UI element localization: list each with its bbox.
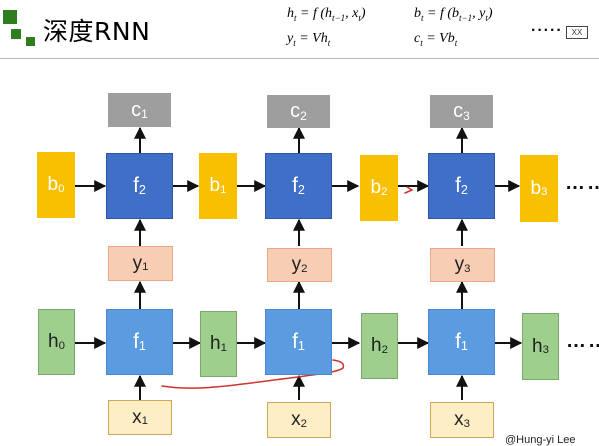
equation-c: ct = Vbt	[414, 31, 458, 48]
page-title: 深度RNN	[43, 17, 151, 46]
ellipsis-top-row: ……	[565, 172, 599, 194]
equation-y: yt = Vht	[287, 31, 331, 48]
equation-h: ht = f (ht−1, xt)	[287, 6, 366, 23]
equation-b: bt = f (bt−1, yt)	[414, 6, 493, 23]
slide-nav-icon[interactable]: XX	[566, 26, 588, 39]
ellipsis-bottom-row: ……	[566, 330, 599, 352]
logo-square-large	[3, 10, 17, 24]
logo-square-small-1	[11, 29, 21, 39]
header-divider	[0, 58, 599, 59]
annotation-curve-bottom	[161, 359, 345, 389]
annotation-arrow-b2	[404, 186, 414, 194]
logo-square-small-2	[26, 37, 35, 46]
author-credit: @Hung-yi Lee	[505, 434, 576, 446]
toolbar-dots: ·····	[531, 22, 563, 39]
